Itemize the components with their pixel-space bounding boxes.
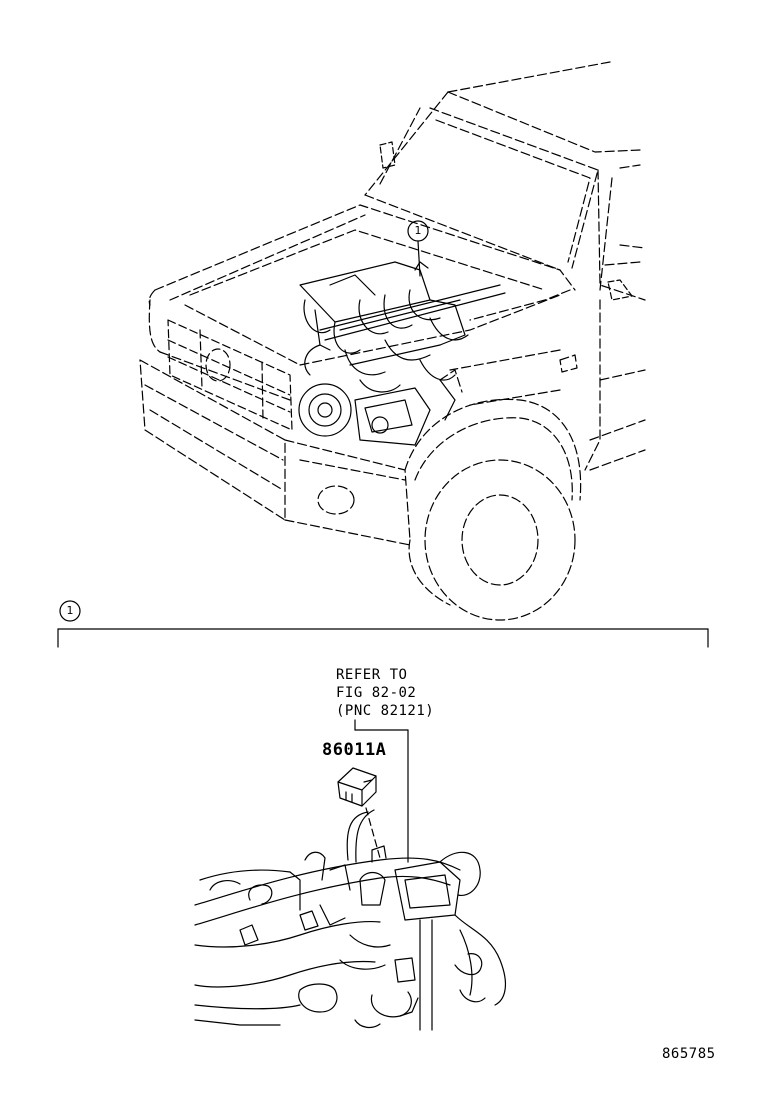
connector-86011a xyxy=(337,767,381,863)
engine-assembly xyxy=(299,261,506,421)
refer-to-label: REFER TO xyxy=(336,667,408,683)
refer-fig-label: FIG 82-02 xyxy=(336,685,417,701)
vehicle-illustration xyxy=(139,61,646,621)
part-number-label: 86011A xyxy=(322,740,387,760)
figure-id: 865785 xyxy=(662,1046,716,1062)
reference-leader xyxy=(354,719,409,863)
callout-number-detail: 1 xyxy=(66,604,74,617)
callout-number-vehicle: 1 xyxy=(414,224,422,237)
refer-pnc-label: (PNC 82121) xyxy=(336,703,435,719)
detail-frame xyxy=(57,600,709,648)
engine-harness-detail xyxy=(194,845,507,1031)
